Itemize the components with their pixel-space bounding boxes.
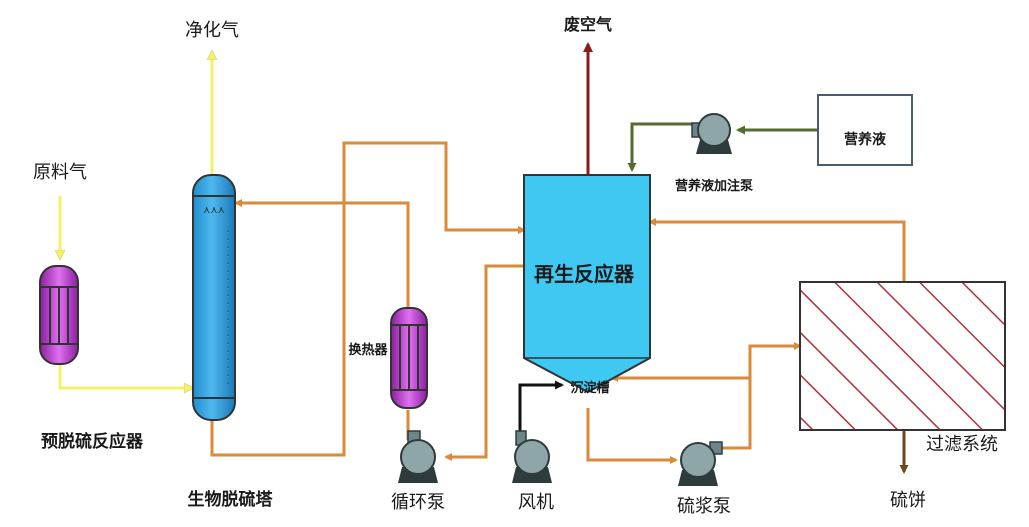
tower-bottom-to-regenerator-line [210,141,526,457]
fan-air-line [518,380,564,432]
bio-desulfurization-tower-label: 生物脱硫塔 [188,489,274,510]
waste-air-label: 废空气 [564,15,612,34]
spray-nozzles-icon: ⋏⋏⋏ [203,205,225,216]
sulfur-slurry-pump-label: 硫浆泵 [677,496,731,517]
pre-desulfurization-reactor-label: 预脱硫反应器 [41,431,144,452]
purified-gas-label: 净化气 [185,20,239,41]
gas-lines [60,52,212,388]
regeneration-reactor [523,174,651,394]
exchanger-to-tower-line [234,199,410,308]
nutrient-tank [817,94,913,166]
bio-desulfurization-tower: ⋏⋏⋏ [192,174,236,421]
liquid-lines [210,141,906,464]
nutrient-lines [627,122,818,172]
slurry-pump-to-filter-line [720,342,802,450]
filtration-system-label: 过滤系统 [926,434,998,455]
circulation-pump-icon [398,430,438,483]
pre-reactor-to-tower-line [58,364,192,388]
fan-label: 风机 [518,492,554,513]
regeneration-reactor-label: 再生反应器 [534,262,635,286]
filtration-system [799,281,1006,431]
settling-tank-label: 沉淀槽 [570,380,609,396]
regenerator-to-tower-line [444,264,524,461]
sulfur-slurry-pump-icon [678,441,723,486]
heat-exchanger [390,307,428,409]
nutrient-pump-label: 营养液加注泵 [675,178,753,194]
nutrient-pump-icon [691,113,732,154]
settling-to-slurry-pump-line [586,408,678,464]
heat-exchanger-label: 换热器 [348,342,388,358]
feed-gas-label: 原料气 [33,162,87,183]
fan-icon [512,430,552,483]
pre-desulfurization-reactor [39,265,79,365]
circulation-pump-label: 循环泵 [391,492,445,513]
nutrient-solution-label: 营养液 [844,131,887,148]
sulfur-cake-label: 硫饼 [890,490,926,511]
filtrate-return-line [648,218,906,282]
nutrient-pump-to-regenerator-line [627,122,692,172]
